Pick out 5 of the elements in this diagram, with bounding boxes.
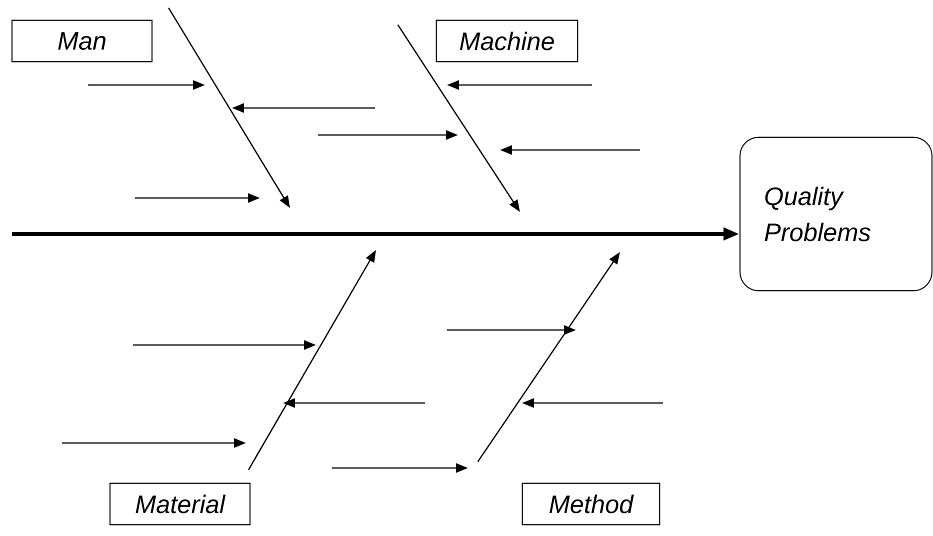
category-box: Machine: [436, 20, 578, 62]
category-box: Material: [109, 482, 251, 526]
category-box: Man: [11, 20, 153, 62]
category-box: Method: [522, 482, 660, 526]
effect-box: Quality Problems: [739, 136, 933, 292]
